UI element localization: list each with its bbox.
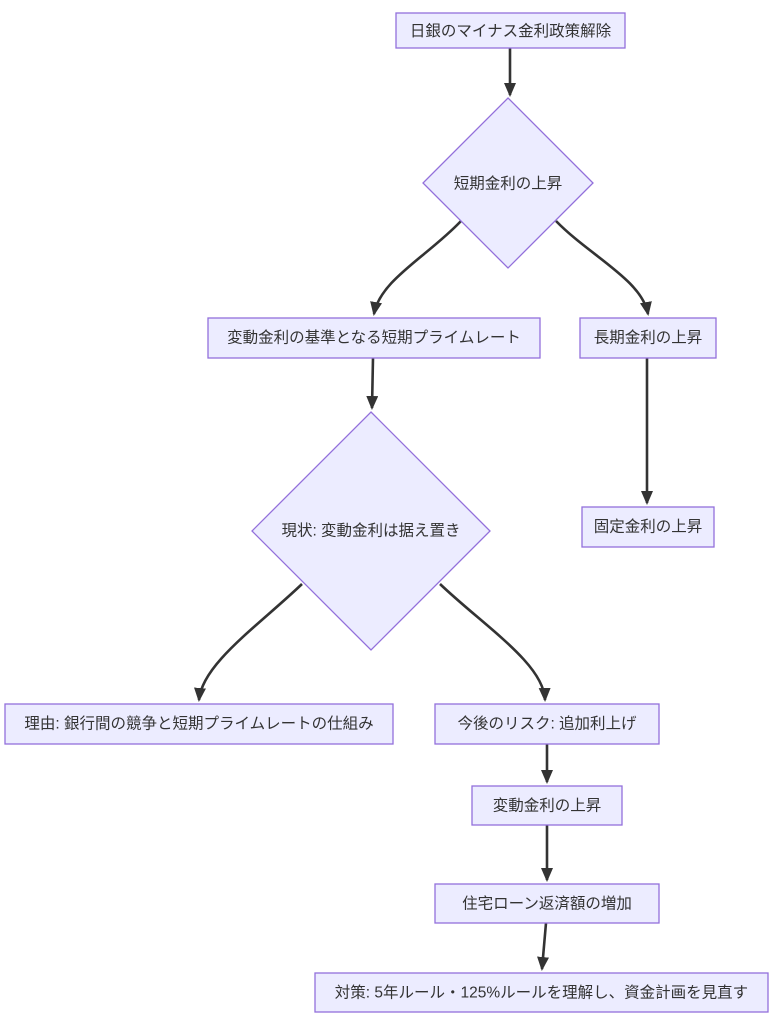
node-current-status-label: 現状: 変動金利は据え置き (281, 522, 460, 540)
node-repayment-increase-shape (434, 883, 660, 924)
edge-repayment-to-countermeasure (537, 922, 550, 971)
node-short-term-rise-label: 短期金利の上昇 (454, 175, 563, 193)
node-future-risk-shape (434, 703, 660, 745)
node-group: 日銀のマイナス金利政策解除 短期金利の上昇 変動金利の基準となる短期プライムレー… (4, 12, 769, 1013)
edge-current-status-to-reason (194, 583, 303, 702)
node-reason-label: 理由: 銀行間の競争と短期プライムレートの仕組み (24, 715, 373, 733)
node-current-status: 現状: 変動金利は据え置き (251, 411, 491, 651)
node-countermeasure-shape (314, 972, 769, 1013)
node-future-risk-label: 今後のリスク: 追加利上げ (457, 715, 637, 733)
node-long-term-rise-label: 長期金利の上昇 (594, 329, 703, 347)
node-short-prime-rate-shape (207, 317, 541, 359)
node-boj-policy: 日銀のマイナス金利政策解除 (395, 12, 626, 49)
node-future-risk: 今後のリスク: 追加利上げ (434, 703, 660, 745)
node-fixed-rate-rise-shape (581, 506, 715, 548)
node-fixed-rate-rise-label: 固定金利の上昇 (594, 518, 703, 536)
node-boj-policy-shape (395, 12, 626, 49)
node-fixed-rate-rise: 固定金利の上昇 (581, 506, 715, 548)
node-variable-rate-rise: 変動金利の上昇 (471, 785, 623, 826)
node-boj-policy-label: 日銀のマイナス金利政策解除 (410, 22, 612, 40)
node-repayment-increase: 住宅ローン返済額の増加 (434, 883, 660, 924)
node-short-prime-rate-label: 変動金利の基準となる短期プライムレート (227, 329, 521, 347)
node-short-prime-rate: 変動金利の基準となる短期プライムレート (207, 317, 541, 359)
node-long-term-rise: 長期金利の上昇 (579, 317, 717, 359)
node-countermeasure-label: 対策: 5年ルール・125%ルールを理解し、資金計画を見直す (335, 984, 748, 1002)
node-reason-shape (4, 703, 394, 745)
edge-prime-rate-to-current-status (366, 357, 379, 410)
node-long-term-rise-shape (579, 317, 717, 359)
edge-short-term-to-prime-rate (370, 220, 462, 316)
node-countermeasure: 対策: 5年ルール・125%ルールを理解し、資金計画を見直す (314, 972, 769, 1013)
node-variable-rate-rise-shape (471, 785, 623, 826)
node-short-term-rise-shape (422, 97, 594, 269)
node-short-term-rise: 短期金利の上昇 (422, 97, 594, 269)
node-repayment-increase-label: 住宅ローン返済額の増加 (462, 895, 632, 913)
node-current-status-shape (251, 411, 491, 651)
edge-group (194, 48, 653, 971)
node-reason: 理由: 銀行間の競争と短期プライムレートの仕組み (4, 703, 394, 745)
node-variable-rate-rise-label: 変動金利の上昇 (493, 797, 602, 815)
edge-current-status-to-future-risk (439, 583, 551, 702)
edge-short-term-to-long-term (555, 220, 652, 316)
